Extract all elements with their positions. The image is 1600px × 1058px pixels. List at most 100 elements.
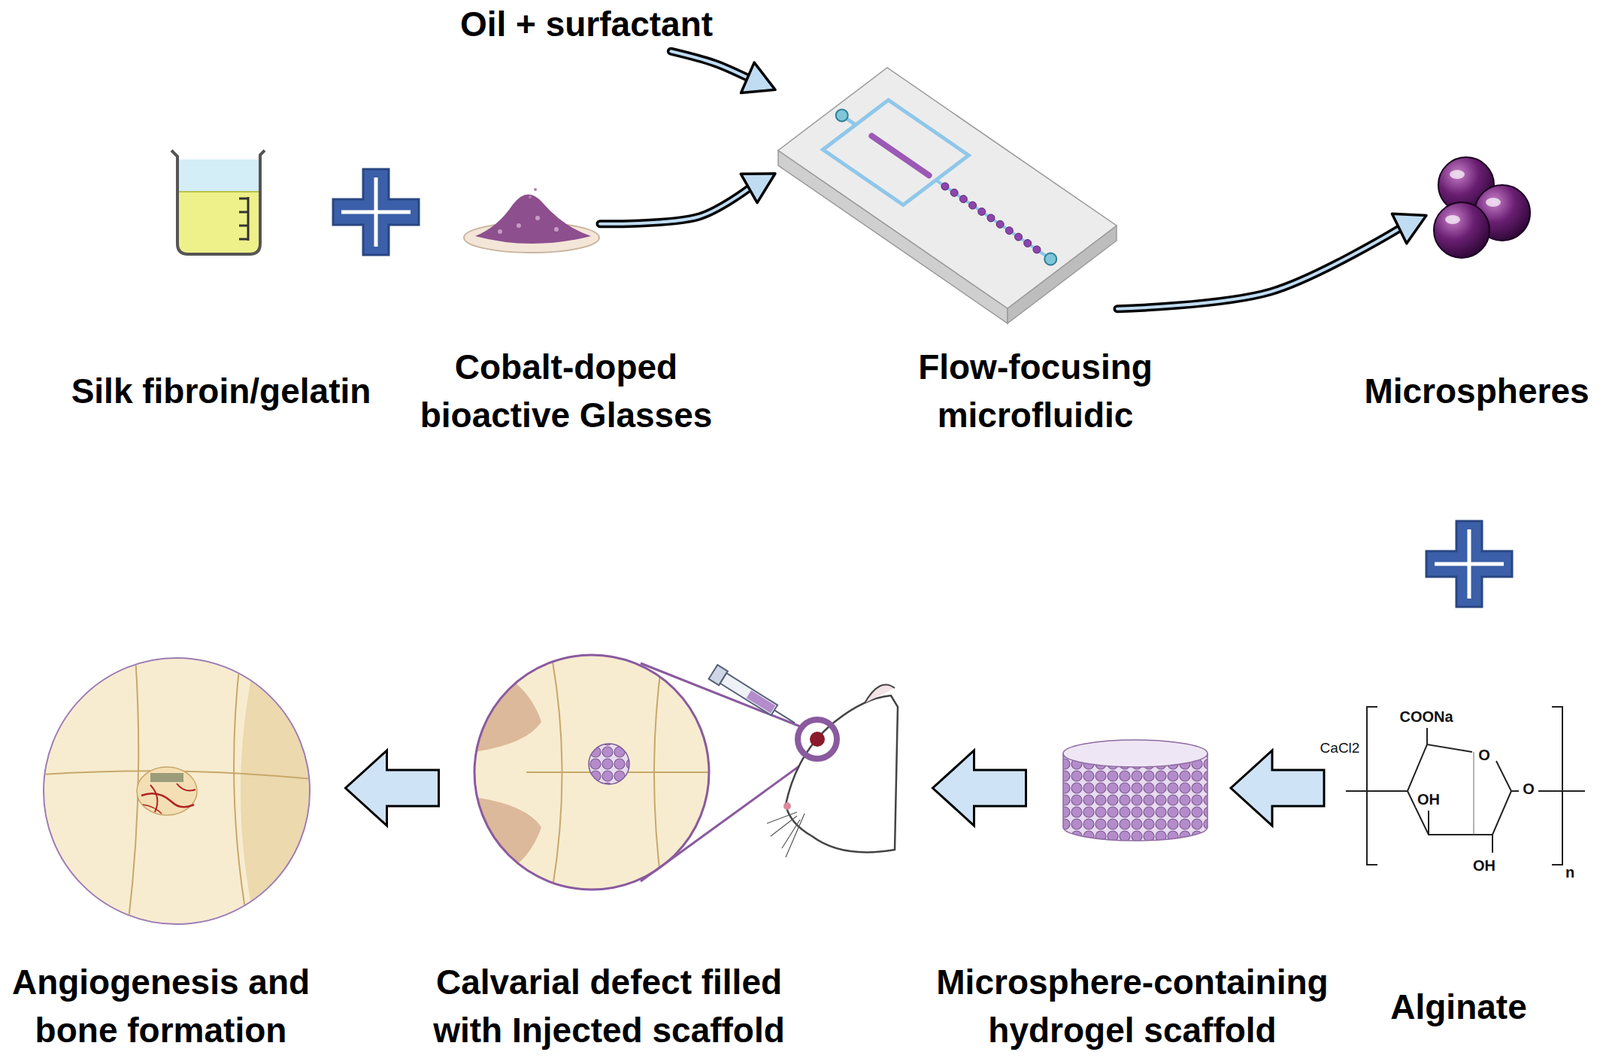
microfluidic-chip bbox=[1015, 233, 1023, 241]
syringe bbox=[774, 709, 795, 723]
arrow-shaft-highlight bbox=[600, 187, 749, 224]
block-arrow bbox=[933, 750, 1027, 826]
arrow-shaft bbox=[600, 187, 749, 224]
alginate-structure bbox=[1366, 706, 1378, 865]
step-caption: Microspheres bbox=[1360, 366, 1594, 416]
glass-powder bbox=[497, 229, 503, 234]
microfluidic-chip bbox=[778, 67, 1117, 309]
alginate-structure bbox=[1491, 834, 1494, 853]
skull-view bbox=[233, 655, 249, 927]
flow-arrow bbox=[1117, 213, 1427, 310]
chemical-label: COONa bbox=[1397, 708, 1455, 725]
arrow-shaft-highlight bbox=[670, 51, 748, 78]
alginate-structure bbox=[1538, 790, 1585, 792]
chemical-label: O bbox=[1476, 746, 1492, 764]
glass-powder bbox=[463, 187, 600, 253]
zoom-view bbox=[473, 654, 715, 895]
process-step: Silk fibroin/gelatin bbox=[168, 148, 268, 255]
process-step: Angiogenesis and bone formation bbox=[43, 657, 310, 925]
step-caption: Alginate bbox=[1360, 982, 1557, 1031]
zoom-view bbox=[640, 757, 811, 882]
step-caption: Flow-focusing microfluidic bbox=[884, 342, 1186, 440]
alginate-structure bbox=[1426, 727, 1428, 745]
arrow-shaft bbox=[1117, 228, 1400, 310]
zoom-view bbox=[588, 743, 630, 785]
microfluidic-chip bbox=[941, 182, 949, 191]
rat-head bbox=[766, 684, 898, 858]
microspheres bbox=[1445, 215, 1461, 225]
step-caption: Calvarial defect filled with Injected sc… bbox=[413, 957, 805, 1055]
alginate-structure bbox=[1551, 706, 1563, 865]
beaker bbox=[239, 211, 249, 214]
skull-view bbox=[43, 657, 310, 925]
microfluidic-chip bbox=[871, 136, 929, 176]
alginate-structure bbox=[1511, 790, 1519, 792]
beaker bbox=[239, 238, 249, 241]
microfluidic-chip bbox=[978, 208, 986, 216]
flow-arrow bbox=[933, 750, 1027, 826]
microfluidic-chip bbox=[959, 195, 967, 204]
zoom-view bbox=[552, 661, 563, 888]
beaker bbox=[239, 197, 249, 200]
skull-view bbox=[136, 766, 197, 816]
chemical-label: OH bbox=[1471, 857, 1497, 874]
hydrogel-scaffold bbox=[1206, 753, 1209, 828]
arrow-shaft-highlight bbox=[1117, 228, 1400, 310]
chemical-label: O bbox=[1521, 780, 1537, 797]
syringe bbox=[720, 672, 778, 716]
zoom-view bbox=[640, 663, 800, 727]
plus-sign bbox=[1434, 529, 1504, 599]
skull-view bbox=[150, 772, 184, 782]
beaker bbox=[178, 190, 259, 253]
glass-powder bbox=[533, 187, 537, 191]
glass-powder bbox=[528, 195, 532, 199]
process-step: Microsphere-containing hydrogel scaffold bbox=[1060, 739, 1210, 843]
flow-arrow bbox=[600, 173, 776, 225]
block-arrow bbox=[1230, 750, 1325, 826]
flow-arrow bbox=[345, 750, 440, 826]
hydrogel-scaffold bbox=[1063, 739, 1208, 841]
arrow-head bbox=[1391, 213, 1427, 243]
zoom-view bbox=[654, 661, 662, 888]
microspheres bbox=[1433, 157, 1531, 258]
zoom-view bbox=[473, 661, 542, 752]
glass-powder bbox=[475, 193, 591, 244]
flow-arrow bbox=[1230, 750, 1325, 826]
reagent-label: CaCl2 bbox=[1318, 740, 1362, 757]
alginate-structure bbox=[1427, 810, 1430, 835]
arrow-head bbox=[741, 62, 776, 93]
skull-view bbox=[41, 655, 316, 927]
plus-sign bbox=[1426, 521, 1513, 607]
microfluidic-chip bbox=[1044, 253, 1057, 266]
microfluidic-chip bbox=[936, 180, 1052, 260]
skull-view bbox=[141, 793, 194, 807]
zoom-view bbox=[474, 654, 710, 890]
microfluidic-chip bbox=[987, 214, 995, 222]
alginate-structure bbox=[1345, 706, 1585, 865]
microfluidic-chip bbox=[1024, 239, 1032, 248]
process-step: Microspheres bbox=[1426, 154, 1526, 264]
skull-view bbox=[41, 655, 316, 927]
step-caption: Angiogenesis and bone formation bbox=[6, 957, 316, 1055]
alginate-structure bbox=[1473, 751, 1475, 835]
zoom-view bbox=[473, 654, 811, 895]
microfluidic-chip bbox=[836, 109, 849, 122]
beaker bbox=[239, 224, 249, 228]
rat-head bbox=[766, 812, 805, 858]
beaker bbox=[171, 150, 265, 255]
beaker bbox=[178, 190, 259, 193]
rat-head bbox=[797, 719, 837, 759]
microfluidic-chip bbox=[1005, 227, 1013, 235]
block-arrow bbox=[345, 750, 440, 826]
arrow-shaft bbox=[670, 51, 748, 78]
process-step: Alginate bbox=[1345, 699, 1579, 876]
plus-sign bbox=[333, 169, 419, 255]
flow-arrow bbox=[670, 51, 776, 93]
microfluidic-chip bbox=[823, 100, 970, 206]
step-caption: Silk fibroin/gelatin bbox=[40, 366, 402, 416]
alginate-structure bbox=[1345, 744, 1473, 791]
skull-view bbox=[142, 804, 162, 814]
beaker bbox=[171, 150, 265, 255]
